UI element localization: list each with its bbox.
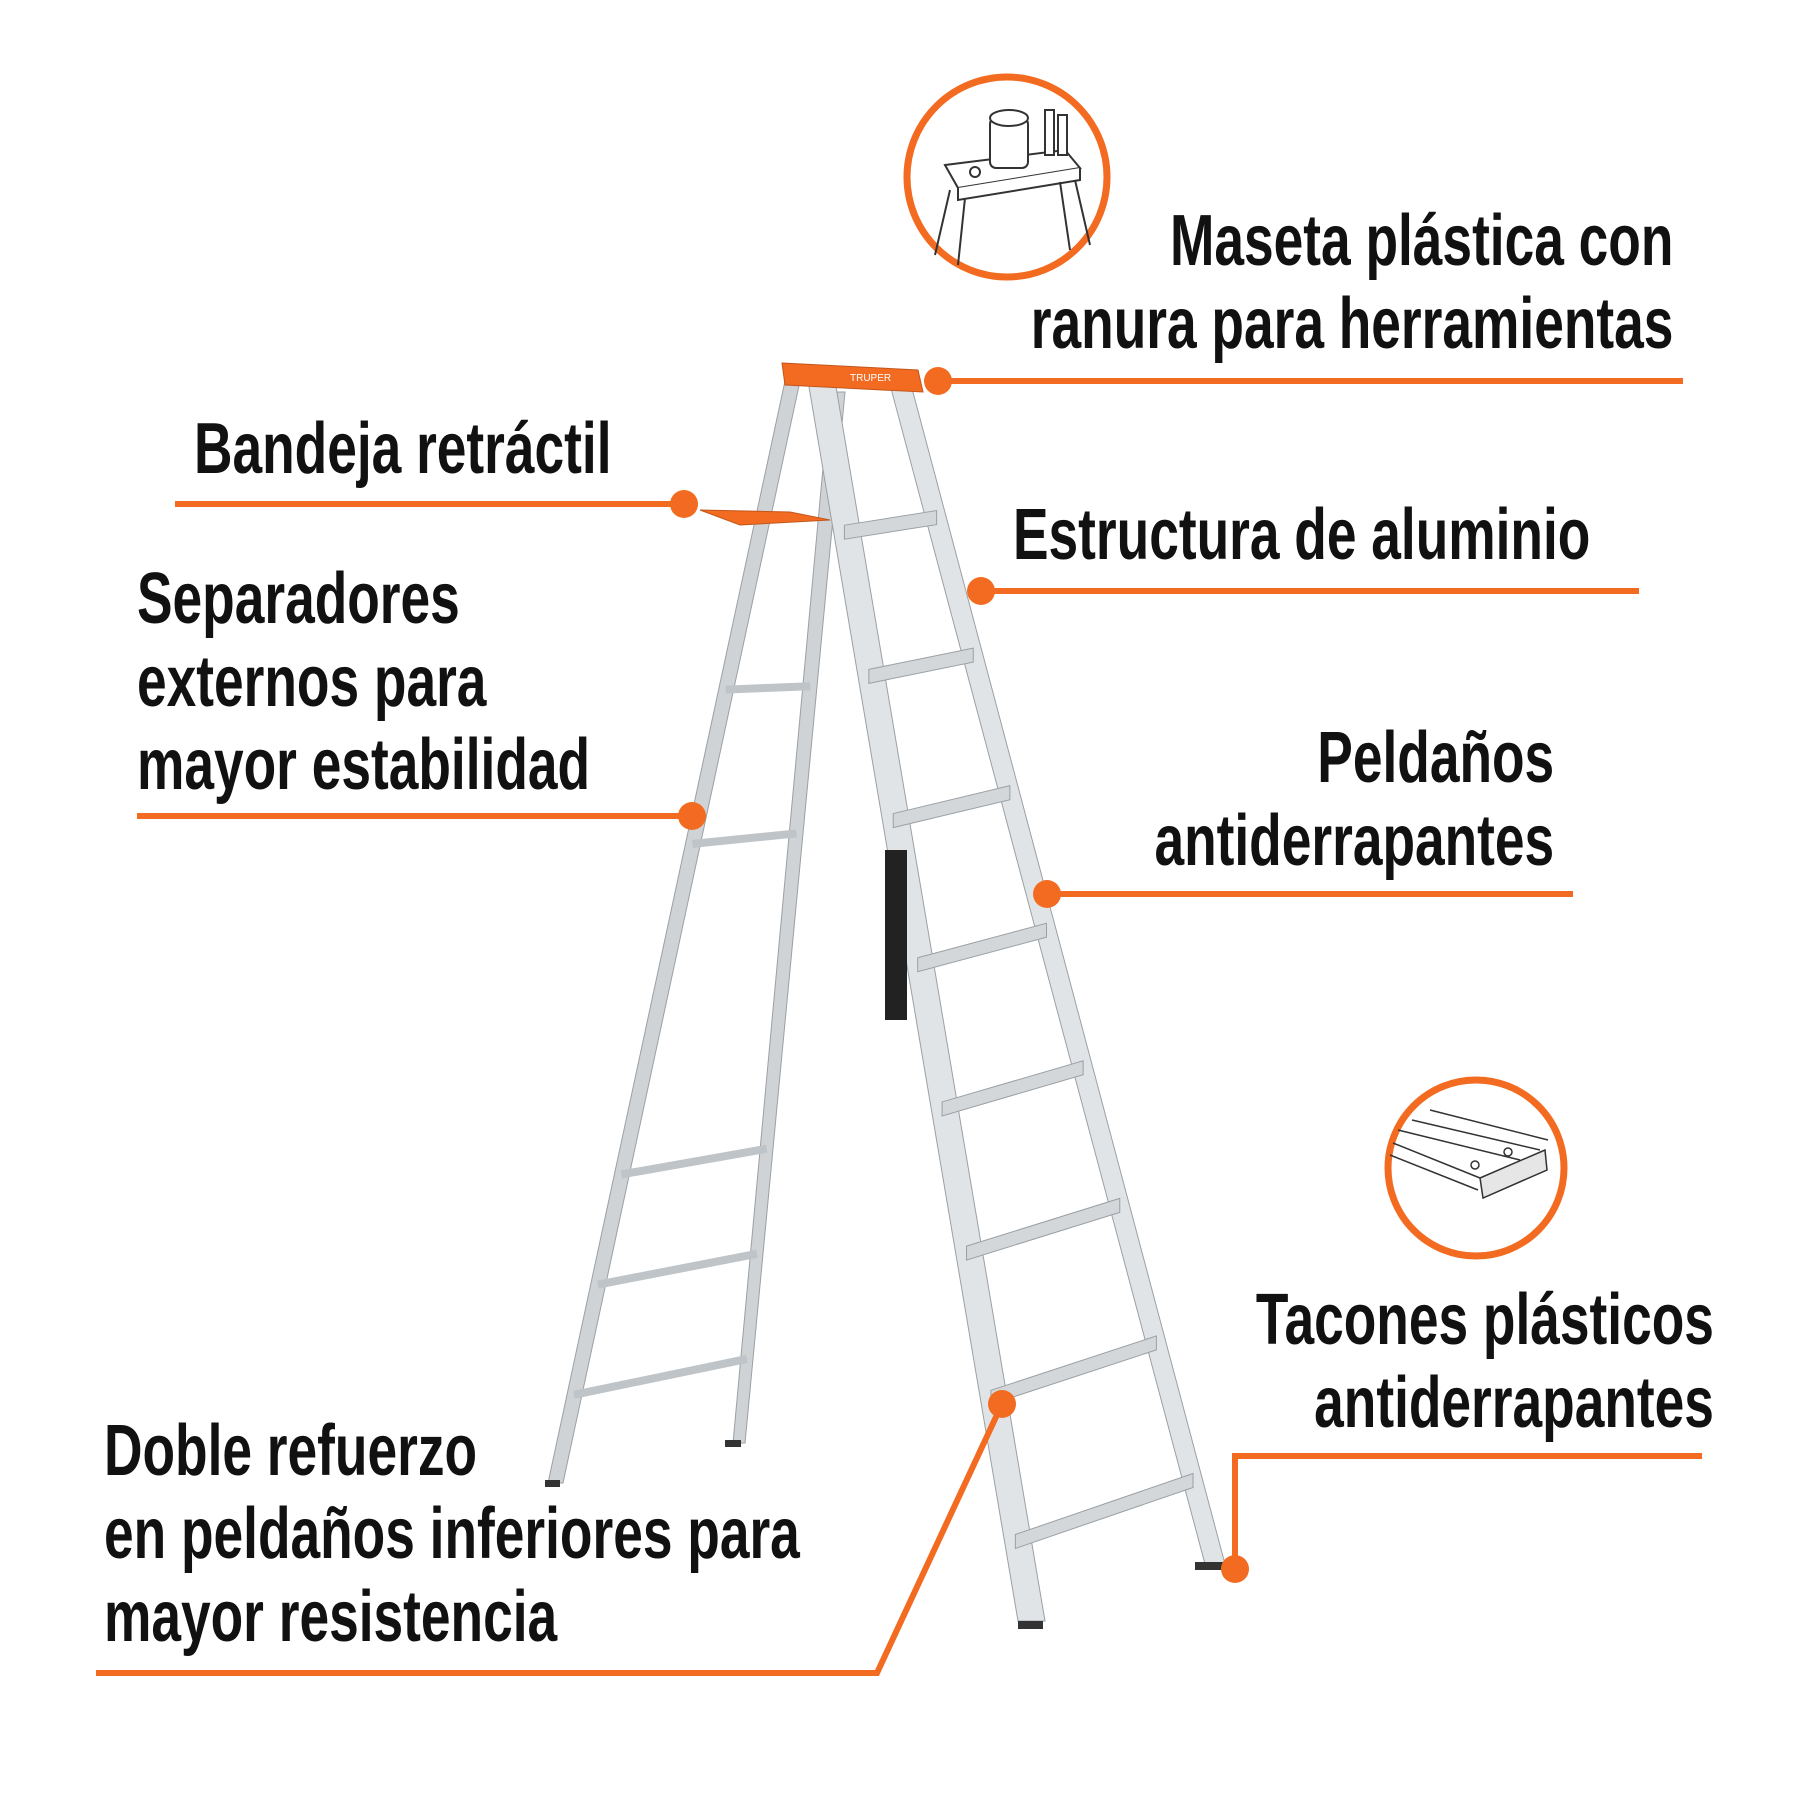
rear-rung (620, 1144, 768, 1179)
rear-rung (692, 829, 797, 848)
rear-rung (596, 1249, 758, 1289)
callout-tacones: Tacones plásticos antiderrapantes (1256, 1280, 1714, 1443)
retractable-tray (699, 509, 831, 526)
callout-lines (96, 378, 1702, 1676)
brand-logo: TRUPER (850, 373, 891, 384)
callout-peldanos: Peldaños antiderrapantes (1154, 718, 1554, 881)
tacones-line (1232, 1453, 1702, 1569)
callout-separadores: Separadores externos para mayor estabili… (137, 559, 591, 805)
plastic-foot (725, 1440, 741, 1447)
callout-refuerzo: Doble refuerzo en peldaños inferiores pa… (104, 1411, 800, 1657)
callout-maseta: Maseta plástica con ranura para herramie… (1030, 201, 1673, 364)
rear-right-leg (732, 391, 846, 1444)
front-left-rail (807, 380, 1046, 1622)
product-label (885, 850, 907, 1020)
ladder-step (966, 1197, 1121, 1261)
refuerzo-line (96, 1402, 1005, 1676)
ladder-step (990, 1335, 1157, 1405)
rear-rung (573, 1355, 748, 1399)
rear-left-leg (547, 380, 801, 1484)
ladder-step (1014, 1472, 1194, 1550)
ladder-step (843, 509, 938, 540)
callout-dots (670, 367, 1249, 1583)
ladder-step (917, 922, 1048, 973)
ladder-top-cap (781, 362, 924, 393)
ladder-step (941, 1060, 1084, 1117)
plastic-foot-icon (1384, 1076, 1568, 1260)
plastic-foot (1018, 1621, 1043, 1629)
ladder-step (868, 647, 974, 684)
ladder-step (892, 785, 1011, 829)
callout-bandeja: Bandeja retráctil (194, 409, 612, 489)
rear-rung (725, 682, 811, 694)
plastic-foot (1195, 1562, 1225, 1570)
callout-estructura: Estructura de aluminio (1013, 495, 1591, 575)
plastic-foot (545, 1480, 560, 1487)
tool-tray-top-icon (903, 73, 1111, 281)
